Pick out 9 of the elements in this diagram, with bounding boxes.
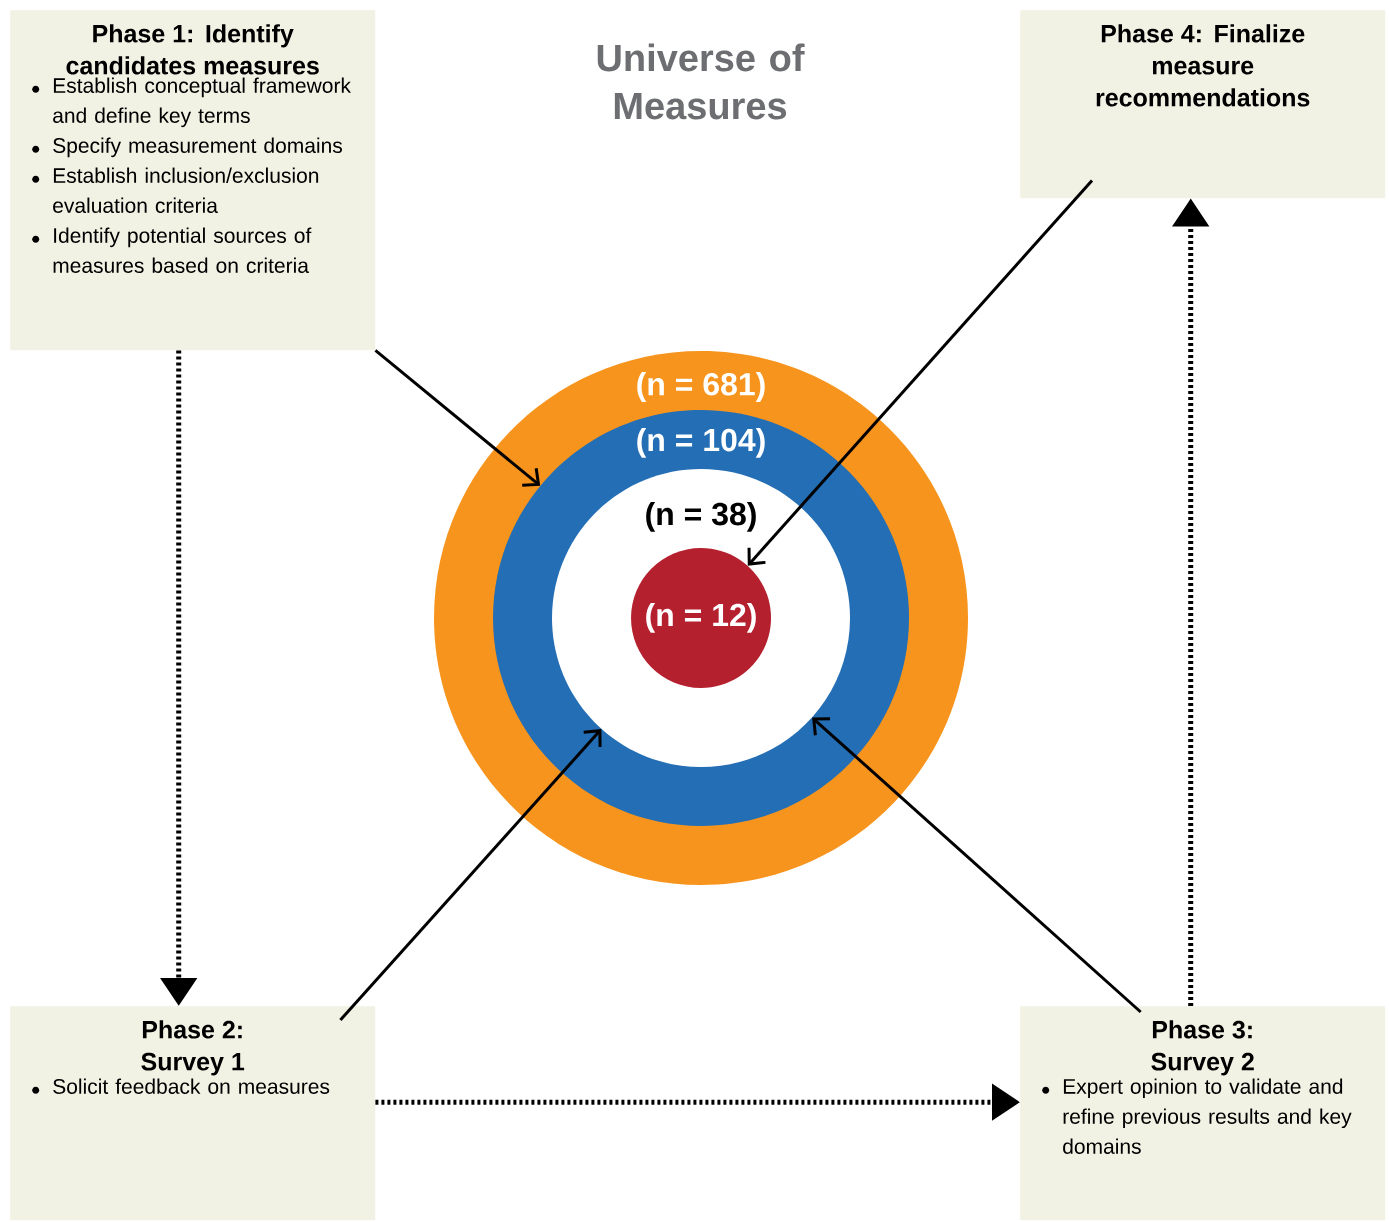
arrow [812, 717, 1142, 1014]
phase-box: Phase 2: Survey 1 Solicit feedback on measures [10, 1006, 376, 1221]
title: Universe of Measures [597, 43, 805, 120]
phase-box: Phase 1: Identify candidates measures Establish conceptual framework and define key terms Specify measurement domains Establish inclusion/exclusion evaluation criteria Identify potential sources of measures based on criteria [10, 10, 376, 351]
arrow [374, 349, 541, 487]
phase-box: Phase 3: Survey 2 Expert opinion to validate and refine previous results and key domains [1020, 1006, 1386, 1221]
phase-box: Phase 4: Finalize measure recommendations [1020, 10, 1386, 199]
arrow [339, 729, 602, 1021]
arrow [747, 179, 1094, 566]
